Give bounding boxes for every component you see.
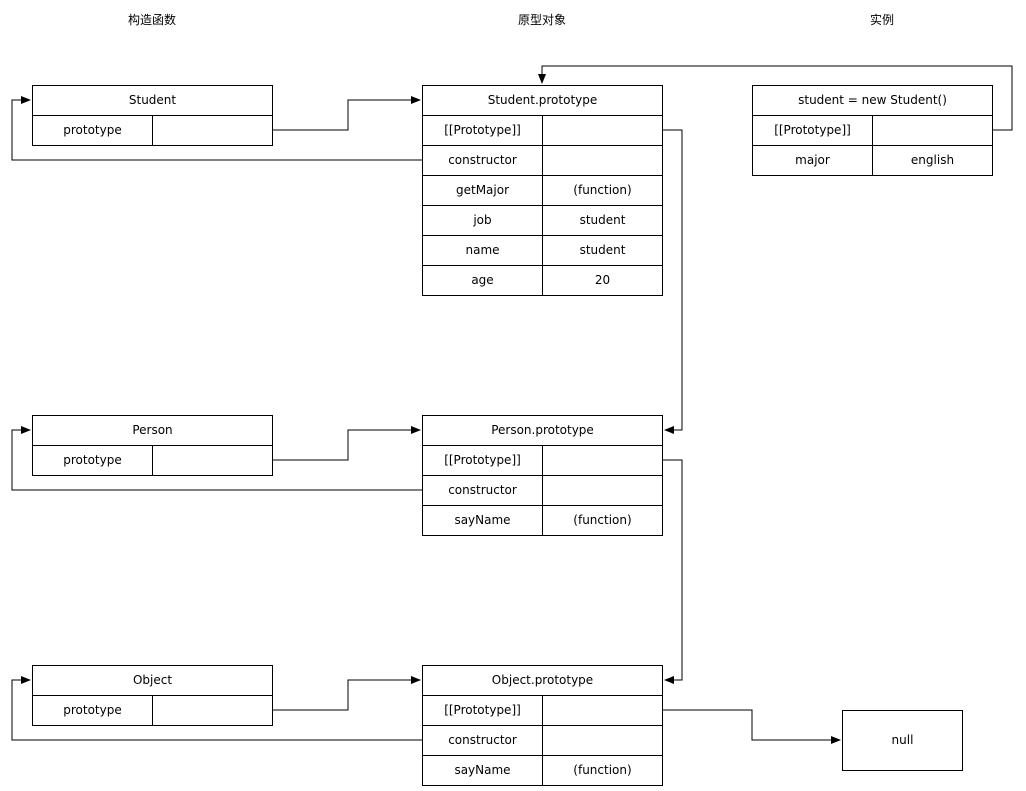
person-proto-chain-arrow <box>663 459 683 684</box>
object-constructor-title: Object <box>33 666 272 696</box>
proto-link-row: [[Prototype]] <box>423 446 662 476</box>
student-constructor-prototype-row: prototype <box>33 116 272 145</box>
row-key: prototype <box>33 696 153 725</box>
row-value <box>543 446 662 475</box>
row-value: student <box>579 213 626 227</box>
row-key: [[Prototype]] <box>423 446 543 475</box>
property-row: major english <box>753 146 992 175</box>
proto-link-row: [[Prototype]] <box>753 116 992 146</box>
constructors-heading: 构造函数 <box>127 13 176 27</box>
row-key: sayName <box>423 756 543 785</box>
student-prototype-box: Student.prototype [[Prototype]] construc… <box>422 85 663 296</box>
row-value <box>153 696 272 725</box>
person-prototype-box: Person.prototype [[Prototype]] construct… <box>422 415 663 536</box>
constructor-row: constructor <box>423 146 662 176</box>
row-value <box>543 696 662 725</box>
person-prototype-arrow <box>273 426 421 461</box>
property-row: sayName (function) <box>423 506 662 535</box>
property-row: sayName (function) <box>423 756 662 785</box>
row-value: (function) <box>573 183 632 197</box>
row-key: [[Prototype]] <box>423 696 543 725</box>
person-constructor-prototype-row: prototype <box>33 446 272 475</box>
row-key: constructor <box>423 476 543 505</box>
student-prototype-title: Student.prototype <box>423 86 662 116</box>
row-value: (function) <box>573 763 632 777</box>
row-value <box>153 446 272 475</box>
property-row: getMajor (function) <box>423 176 662 206</box>
constructor-row: constructor <box>423 476 662 506</box>
person-constructor-box: Person prototype <box>32 415 273 476</box>
row-value <box>153 116 272 145</box>
row-key: job <box>423 206 543 235</box>
row-value <box>873 116 992 145</box>
row-key: constructor <box>423 146 543 175</box>
prototypes-heading: 原型对象 <box>517 13 566 27</box>
object-prototype-box: Object.prototype [[Prototype]] construct… <box>422 665 663 786</box>
row-value <box>543 726 662 755</box>
row-key: [[Prototype]] <box>423 116 543 145</box>
student-prototype-arrow <box>273 96 421 131</box>
object-proto-null-arrow <box>663 709 841 744</box>
student-instance-title: student = new Student() <box>753 86 992 116</box>
person-constructor-title: Person <box>33 416 272 446</box>
constructor-row: constructor <box>423 726 662 756</box>
row-value: english <box>910 153 955 167</box>
object-prototype-title: Object.prototype <box>423 666 662 696</box>
object-constructor-prototype-row: prototype <box>33 696 272 725</box>
row-key: age <box>423 266 543 295</box>
row-value <box>543 116 662 145</box>
proto-link-row: [[Prototype]] <box>423 116 662 146</box>
property-row: name student <box>423 236 662 266</box>
instances-heading: 实例 <box>869 13 894 27</box>
row-key: [[Prototype]] <box>753 116 873 145</box>
row-value: (function) <box>573 513 632 527</box>
null-node: null <box>842 710 963 771</box>
row-key: prototype <box>33 446 153 475</box>
row-key: constructor <box>423 726 543 755</box>
row-key: major <box>753 146 873 175</box>
row-value <box>543 146 662 175</box>
row-key: getMajor <box>423 176 543 205</box>
student-instance-box: student = new Student() [[Prototype]] ma… <box>752 85 993 176</box>
person-prototype-title: Person.prototype <box>423 416 662 446</box>
proto-link-row: [[Prototype]] <box>423 696 662 726</box>
student-constructor-title: Student <box>33 86 272 116</box>
property-row: age 20 <box>423 266 662 295</box>
student-constructor-box: Student prototype <box>32 85 273 146</box>
row-value: student <box>579 243 626 257</box>
row-key: prototype <box>33 116 153 145</box>
object-constructor-box: Object prototype <box>32 665 273 726</box>
student-proto-chain-arrow <box>663 129 683 434</box>
row-key: name <box>423 236 543 265</box>
row-value: 20 <box>594 273 611 287</box>
row-key: sayName <box>423 506 543 535</box>
object-prototype-arrow <box>273 676 421 711</box>
property-row: job student <box>423 206 662 236</box>
row-value <box>543 476 662 505</box>
